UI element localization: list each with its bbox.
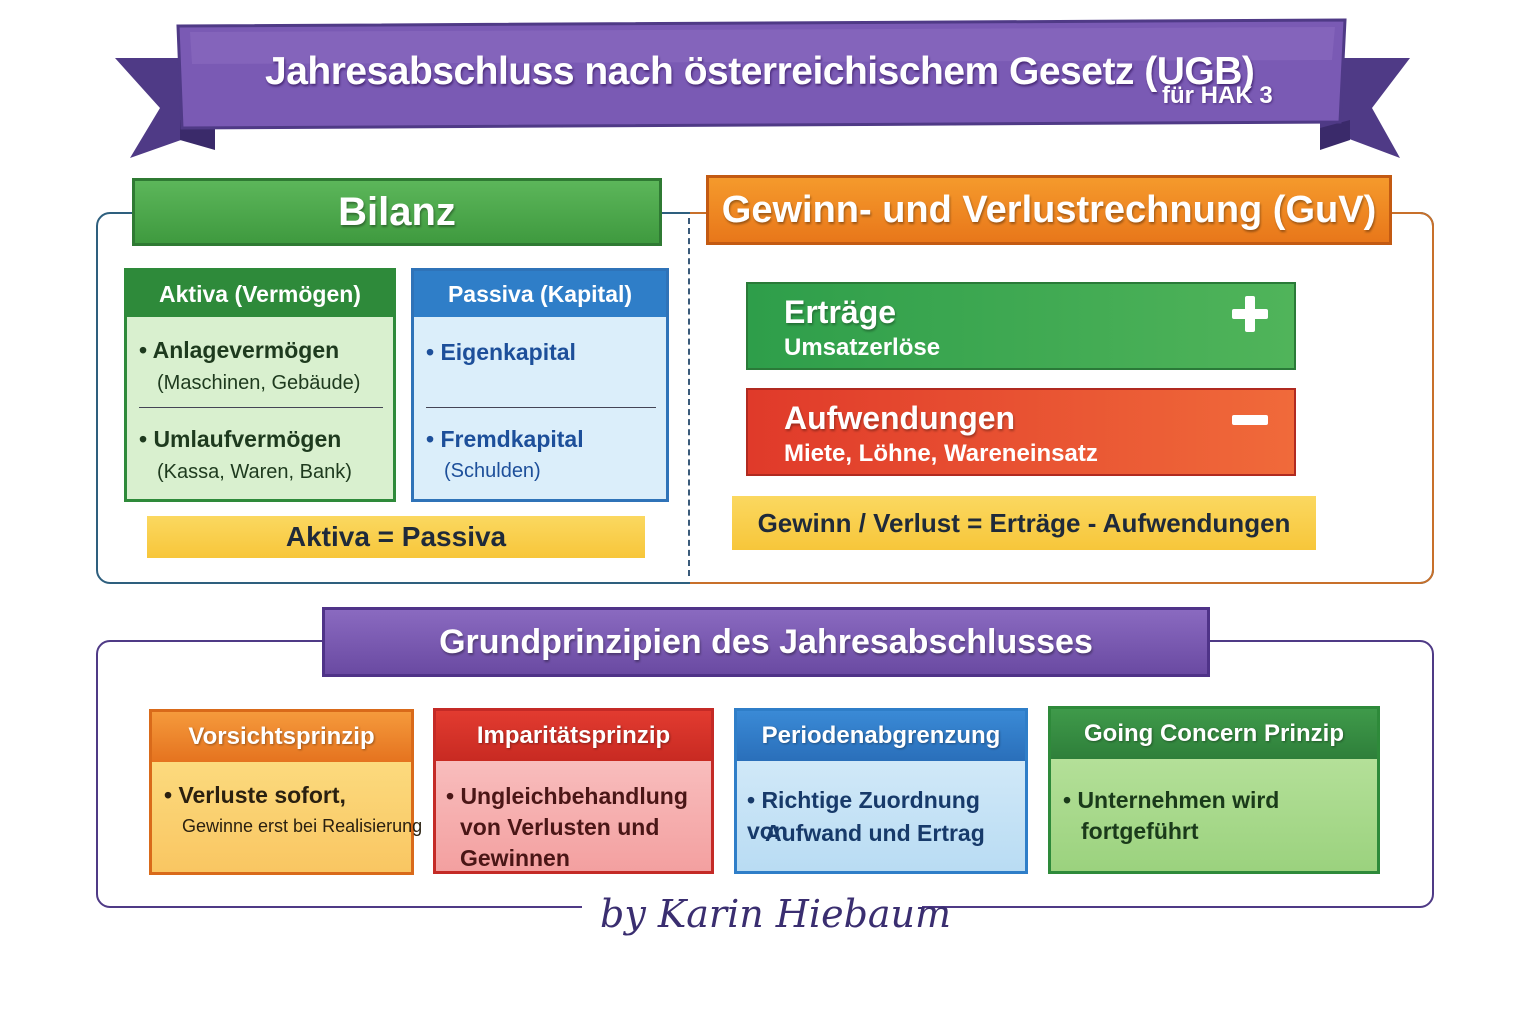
grundprinzipien-header: Grundprinzipien des Jahresabschlusses (322, 607, 1210, 677)
ertraege-example: Umsatzerlöse (784, 334, 941, 361)
aufwendungen-bar: Aufwendungen Miete, Löhne, Wareneinsatz (746, 388, 1296, 476)
bilanz-header: Bilanz (132, 178, 662, 246)
aktiva-item-umlaufvermoegen: • Umlaufvermögen (139, 426, 342, 452)
ertraege-bar: Erträge Umsatzerlöse (746, 282, 1296, 370)
card-vorsichtsprinzip: Vorsichtsprinzip • Verluste sofort, Gewi… (149, 709, 422, 875)
card-going-concern: Going Concern Prinzip • Unternehmen wird… (1048, 706, 1380, 874)
card-title: Going Concern Prinzip (1051, 709, 1377, 759)
card-text-line: • Unternehmen wird (1063, 787, 1280, 813)
card-text-line: • Ungleichbehandlung (446, 783, 688, 809)
card-title: Imparitätsprinzip (436, 711, 711, 761)
author-signature: by Karin Hiebaum (600, 892, 952, 936)
passiva-item-eigenkapital: • Eigenkapital (426, 339, 576, 365)
section-divider (688, 218, 690, 576)
minus-icon (1232, 415, 1268, 425)
ertraege-title: Erträge (784, 294, 897, 330)
aktiva-divider (139, 407, 383, 408)
passiva-divider (426, 407, 656, 408)
passiva-header: Passiva (Kapital) (414, 271, 666, 317)
aufwendungen-examples: Miete, Löhne, Wareneinsatz (784, 440, 1098, 467)
aktiva-item-anlagevermoegen-detail: (Maschinen, Gebäude) (157, 372, 361, 394)
page-subtitle: für HAK 3 (1162, 82, 1273, 109)
plus-icon (1232, 296, 1268, 332)
aktiva-header: Aktiva (Vermögen) (127, 271, 393, 317)
card-title: Vorsichtsprinzip (152, 712, 411, 762)
signature-gap (582, 900, 922, 916)
aktiva-box: Aktiva (Vermögen) • Anlagevermögen (Masc… (124, 268, 396, 502)
passiva-item-fremdkapital: • Fremdkapital (426, 426, 584, 452)
card-text-line: Gewinnen (460, 845, 570, 871)
title-banner (115, 18, 1410, 158)
aktiva-item-anlagevermoegen: • Anlagevermögen (139, 337, 340, 363)
card-title: Periodenabgrenzung (737, 711, 1025, 761)
passiva-item-fremdkapital-detail: (Schulden) (444, 460, 541, 482)
card-text-line: Aufwand und Ertrag (765, 820, 985, 846)
card-imparitaetsprinzip: Imparitätsprinzip • Ungleichbehandlung v… (433, 708, 714, 874)
aufwendungen-title: Aufwendungen (784, 400, 1016, 436)
card-text-line: fortgeführt (1081, 818, 1199, 844)
guv-equation: Gewinn / Verlust = Erträge - Aufwendunge… (732, 496, 1316, 550)
card-text-detail: Gewinne erst bei Realisierung (182, 816, 423, 836)
card-text-line: von Verlusten und (460, 814, 660, 840)
page-title: Jahresabschluss nach österreichischem Ge… (265, 50, 1255, 93)
guv-header: Gewinn- und Verlustrechnung (GuV) (706, 175, 1392, 245)
card-text-line: • Verluste sofort, (164, 782, 346, 808)
aktiva-item-umlaufvermoegen-detail: (Kassa, Waren, Bank) (157, 461, 352, 483)
passiva-box: Passiva (Kapital) • Eigenkapital • Fremd… (411, 268, 669, 502)
card-text-line: • Richtige Zuordnung von (747, 787, 980, 844)
bilanz-equation: Aktiva = Passiva (147, 516, 645, 558)
card-periodenabgrenzung: Periodenabgrenzung • Richtige Zuordnung … (734, 708, 1028, 874)
